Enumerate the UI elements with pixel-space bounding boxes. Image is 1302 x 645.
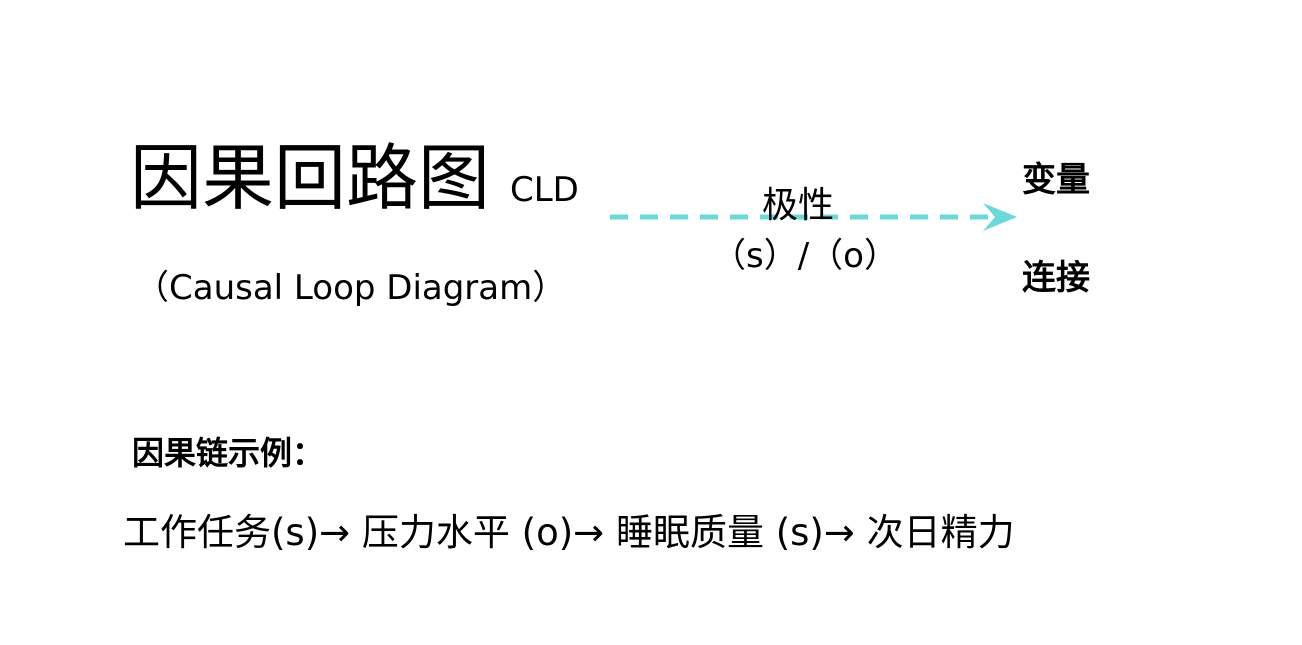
- causal-chain-example: 工作任务(s)→ 压力水平 (o)→ 睡眠质量 (s)→ 次日精力: [123, 511, 1015, 554]
- arrow-label-polarity: 极性: [762, 185, 835, 226]
- subtitle: （Causal Loop Diagram）: [135, 268, 567, 308]
- example-heading: 因果链示例：: [132, 434, 325, 472]
- title-abbreviation: CLD: [510, 170, 579, 210]
- page-title: 因果回路图: [130, 136, 491, 220]
- label-connection: 连接: [1022, 258, 1090, 298]
- arrow-label-signs: （s）/（o）: [712, 236, 898, 276]
- label-variable: 变量: [1022, 160, 1090, 200]
- dashed-arrow-icon: [610, 203, 1017, 231]
